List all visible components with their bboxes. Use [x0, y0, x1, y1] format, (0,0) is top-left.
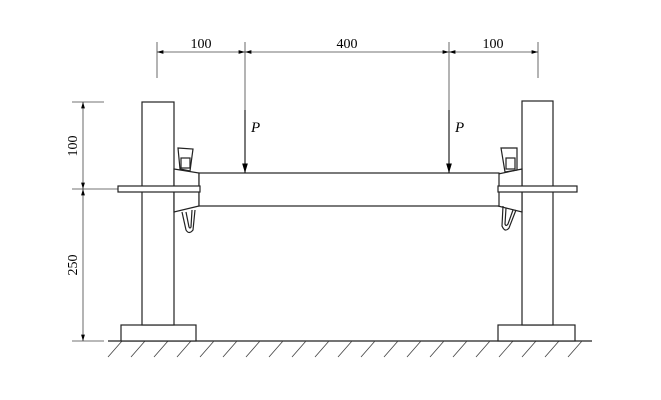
- left-post: [141, 101, 175, 326]
- dim-top-middle: 400: [337, 37, 358, 52]
- hatch-line: [383, 340, 399, 358]
- hatch-line: [567, 340, 583, 358]
- hatch-line: [406, 340, 422, 358]
- hatch-line: [268, 340, 284, 358]
- load-left: P: [242, 110, 260, 173]
- hatch-line: [153, 340, 169, 358]
- dim-top-right: 100: [483, 37, 504, 52]
- hatch-line: [107, 340, 123, 358]
- hatch-line: [291, 340, 307, 358]
- dim-vertical-lower: 250: [66, 255, 81, 276]
- right-base-plate: [497, 324, 576, 342]
- hatch-line: [452, 340, 468, 358]
- ground-hatching: [107, 340, 592, 358]
- right-pin: [497, 185, 578, 193]
- hatch-line: [222, 340, 238, 358]
- top-dimensions: 100 400 100: [156, 37, 539, 110]
- hatch-line: [521, 340, 537, 358]
- hatch-line: [429, 340, 445, 358]
- left-pin: [117, 185, 201, 193]
- hatch-line: [314, 340, 330, 358]
- right-post: [521, 100, 554, 326]
- hatch-line: [475, 340, 491, 358]
- hatch-line: [199, 340, 215, 358]
- vertical-dimensions: 100 250: [66, 101, 120, 342]
- test-beam: [198, 172, 500, 207]
- load-label-right: P: [454, 120, 464, 136]
- left-base-plate: [120, 324, 197, 342]
- hatch-line: [245, 340, 261, 358]
- hatch-line: [360, 340, 376, 358]
- load-right: P: [446, 110, 464, 173]
- hatch-line: [544, 340, 560, 358]
- hatch-line: [176, 340, 192, 358]
- dim-top-left: 100: [191, 37, 212, 52]
- dim-vertical-upper: 100: [66, 136, 81, 157]
- hatch-line: [130, 340, 146, 358]
- load-label-left: P: [250, 120, 260, 136]
- hatch-line: [498, 340, 514, 358]
- hatch-line: [337, 340, 353, 358]
